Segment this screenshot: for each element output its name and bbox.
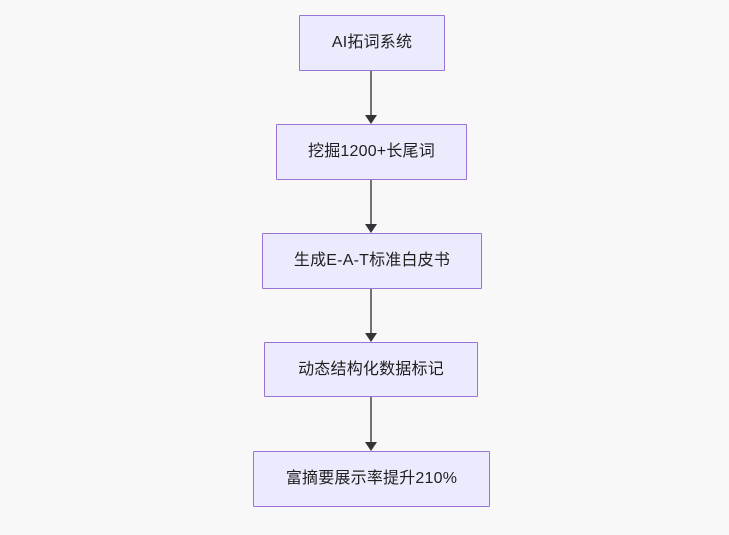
flowchart-node-label: 动态结构化数据标记 — [298, 360, 444, 378]
arrowhead-down-icon — [365, 333, 377, 342]
flowchart-node-n2[interactable]: 挖掘1200+长尾词 — [276, 124, 467, 180]
flowchart-node-label: 挖掘1200+长尾词 — [308, 143, 435, 161]
flowchart-node-n4[interactable]: 动态结构化数据标记 — [264, 342, 478, 397]
edge-line — [370, 397, 372, 443]
flowchart-node-n5[interactable]: 富摘要展示率提升210% — [253, 451, 490, 507]
arrowhead-down-icon — [365, 224, 377, 233]
arrowhead-down-icon — [365, 442, 377, 451]
flowchart-node-label: AI拓词系统 — [331, 34, 413, 52]
edge-line — [370, 289, 372, 334]
flowchart-node-n1[interactable]: AI拓词系统 — [299, 15, 445, 71]
edge-line — [370, 180, 372, 225]
flowchart-node-label: 生成E-A-T标准白皮书 — [293, 252, 451, 270]
edge-line — [370, 71, 372, 116]
flowchart-node-n3[interactable]: 生成E-A-T标准白皮书 — [262, 233, 482, 289]
flowchart-node-label: 富摘要展示率提升210% — [285, 470, 458, 488]
arrowhead-down-icon — [365, 115, 377, 124]
